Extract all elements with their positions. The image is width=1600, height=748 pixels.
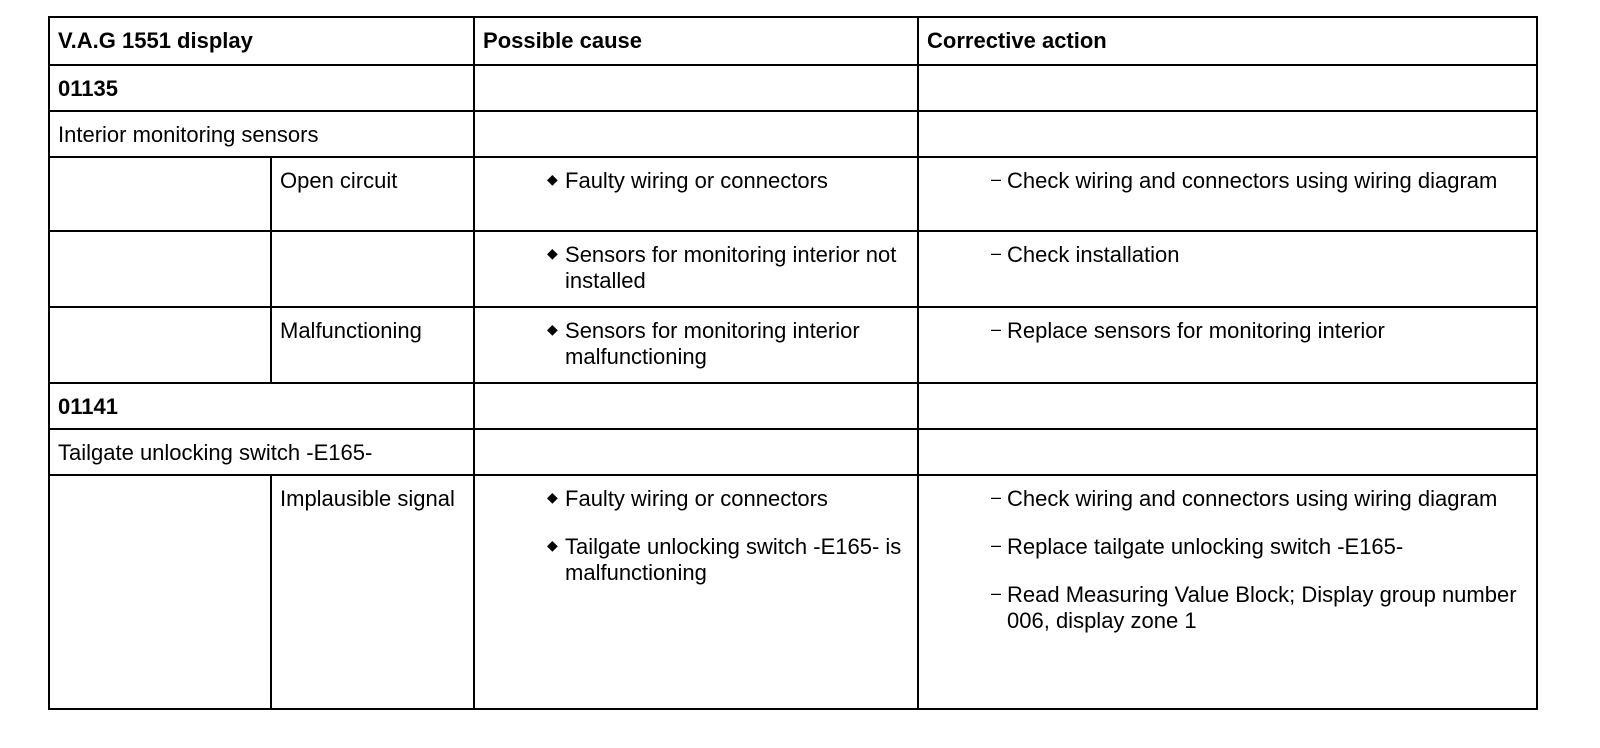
corrective-action-cell: –Replace sensors for monitoring interior: [917, 306, 1539, 384]
cause-text: Faulty wiring or connectors: [565, 486, 828, 511]
action-item: –Check wiring and connectors using wirin…: [927, 486, 1528, 512]
fault-table: V.A.G 1551 display Possible cause Correc…: [47, 16, 1539, 710]
empty-cell: [48, 474, 272, 710]
cause-item: ◆ Tailgate unlocking switch -E165- is mal…: [483, 534, 909, 586]
empty-cell: [473, 110, 920, 158]
fault-type: [269, 230, 476, 308]
action-item: –Read Measuring Value Block; Display gro…: [927, 582, 1528, 634]
component-row: Tailgate unlocking switch -E165-: [47, 428, 1539, 476]
dash-icon: –: [991, 583, 1002, 603]
possible-cause-cell: ◆ Sensors for monitoring interior malfunc…: [473, 306, 920, 384]
fault-code: 01135: [47, 64, 476, 112]
bullet-icon: ◆: [547, 489, 558, 505]
bullet-icon: ◆: [547, 245, 558, 261]
cause-item: ◆ Faulty wiring or connectors: [483, 168, 909, 194]
dash-icon: –: [991, 169, 1002, 189]
bullet-icon: ◆: [547, 321, 558, 337]
empty-cell: [917, 110, 1539, 158]
table-row: Malfunctioning ◆ Sensors for monitoring i…: [48, 306, 1539, 384]
action-text: Check wiring and connectors using wiring…: [1007, 168, 1498, 193]
empty-cell: [917, 428, 1539, 476]
action-list: –Check wiring and connectors using wirin…: [927, 486, 1528, 634]
empty-cell: [48, 156, 272, 232]
corrective-action-cell: –Check installation: [917, 230, 1539, 308]
header-action: Corrective action: [917, 16, 1539, 66]
cause-text: Faulty wiring or connectors: [565, 168, 828, 193]
action-text: Read Measuring Value Block; Display grou…: [1007, 582, 1517, 633]
action-item: –Check wiring and connectors using wirin…: [927, 168, 1528, 194]
component-row: Interior monitoring sensors: [47, 110, 1539, 158]
possible-cause-cell: ◆ Faulty wiring or connectors: [473, 156, 920, 232]
action-item: –Check installation: [927, 242, 1528, 268]
component-name: Tailgate unlocking switch -E165-: [47, 428, 476, 476]
bullet-icon: ◆: [547, 537, 558, 553]
dash-icon: –: [991, 535, 1002, 555]
empty-cell: [917, 382, 1539, 430]
dash-icon: –: [991, 243, 1002, 263]
possible-cause-cell: ◆ Sensors for monitoring interior not ins…: [473, 230, 920, 308]
dash-icon: –: [991, 487, 1002, 507]
action-text: Replace sensors for monitoring interior: [1007, 318, 1385, 343]
cause-item: ◆ Sensors for monitoring interior not ins…: [483, 242, 909, 294]
action-list: –Check installation: [927, 242, 1528, 268]
table-row: Implausible signal ◆ Faulty wiring or con…: [48, 474, 1539, 710]
action-text: Replace tailgate unlocking switch -E165-: [1007, 534, 1404, 559]
component-name: Interior monitoring sensors: [47, 110, 476, 158]
action-text: Check installation: [1007, 242, 1180, 267]
possible-cause-cell: ◆ Faulty wiring or connectors ◆ Tailgate u…: [473, 474, 920, 710]
fault-code-row: 01141: [47, 382, 1539, 430]
action-list: –Check wiring and connectors using wirin…: [927, 168, 1528, 194]
header-display: V.A.G 1551 display: [47, 16, 476, 66]
cause-text: Tailgate unlocking switch -E165- is malf…: [565, 534, 902, 585]
cause-item: ◆ Faulty wiring or connectors: [483, 486, 909, 512]
header-cause: Possible cause: [473, 16, 920, 66]
fault-code-row: 01135: [47, 64, 1539, 112]
cause-list: ◆ Sensors for monitoring interior not ins…: [483, 242, 909, 294]
cause-list: ◆ Sensors for monitoring interior malfunc…: [483, 318, 909, 370]
header-row: V.A.G 1551 display Possible cause Correc…: [47, 16, 1539, 66]
action-item: –Replace sensors for monitoring interior: [927, 318, 1528, 344]
empty-cell: [473, 382, 920, 430]
fault-type: Implausible signal: [269, 474, 476, 710]
fault-code: 01141: [47, 382, 476, 430]
cause-item: ◆ Sensors for monitoring interior malfunc…: [483, 318, 909, 370]
cause-list: ◆ Faulty wiring or connectors: [483, 168, 909, 194]
fault-type: Open circuit: [269, 156, 476, 232]
bullet-icon: ◆: [547, 171, 558, 187]
action-item: –Replace tailgate unlocking switch -E165…: [927, 534, 1528, 560]
cause-list: ◆ Faulty wiring or connectors ◆ Tailgate u…: [483, 486, 909, 586]
table-row: Open circuit ◆ Faulty wiring or connector…: [48, 156, 1539, 232]
cause-text: Sensors for monitoring interior malfunct…: [565, 318, 860, 369]
corrective-action-cell: –Check wiring and connectors using wirin…: [917, 156, 1539, 232]
empty-cell: [473, 428, 920, 476]
action-text: Check wiring and connectors using wiring…: [1007, 486, 1498, 511]
fault-type: Malfunctioning: [269, 306, 476, 384]
empty-cell: [48, 230, 272, 308]
dash-icon: –: [991, 319, 1002, 339]
corrective-action-cell: –Check wiring and connectors using wirin…: [917, 474, 1539, 710]
table-row: ◆ Sensors for monitoring interior not ins…: [48, 230, 1539, 308]
empty-cell: [917, 64, 1539, 112]
empty-cell: [48, 306, 272, 384]
action-list: –Replace sensors for monitoring interior: [927, 318, 1528, 344]
empty-cell: [473, 64, 920, 112]
cause-text: Sensors for monitoring interior not inst…: [565, 242, 897, 293]
